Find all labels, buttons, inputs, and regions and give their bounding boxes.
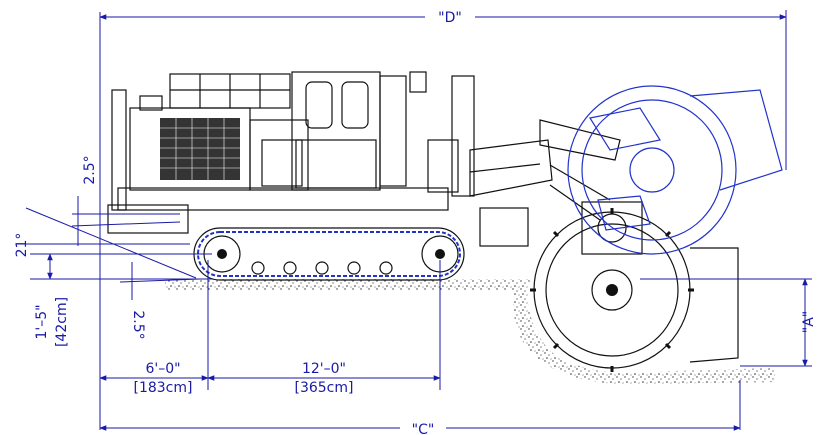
dim-a-label: "A" bbox=[801, 311, 817, 333]
ground-clearance-ft: 1'–5" bbox=[34, 304, 50, 339]
ground-surface bbox=[165, 279, 775, 385]
angle-upper-label: 2.5° bbox=[82, 155, 98, 184]
engine-grille bbox=[160, 118, 240, 180]
track-offset-ft: 6'–0" bbox=[145, 361, 180, 377]
dim-d-label: "D" bbox=[438, 10, 462, 26]
dimension-annotations: "D" "C" "A" 6'–0" [183cm] 12'–0" [365cm]… bbox=[14, 9, 817, 435]
angle-approach-label: 21° bbox=[14, 233, 30, 258]
trencher-machine bbox=[107, 71, 621, 247]
trench-wheel-raised bbox=[567, 85, 783, 255]
crawler-track bbox=[193, 227, 465, 281]
track-length-ft: 12'–0" bbox=[302, 361, 346, 377]
angle-lower-label: 2.5° bbox=[130, 310, 146, 339]
track-offset-cm: [183cm] bbox=[134, 380, 193, 396]
ground-clearance-cm: [42cm] bbox=[54, 297, 70, 347]
dim-c-label: "C" bbox=[412, 422, 435, 435]
track-length-cm: [365cm] bbox=[295, 380, 354, 396]
trench-wheel-lowered bbox=[530, 201, 739, 372]
